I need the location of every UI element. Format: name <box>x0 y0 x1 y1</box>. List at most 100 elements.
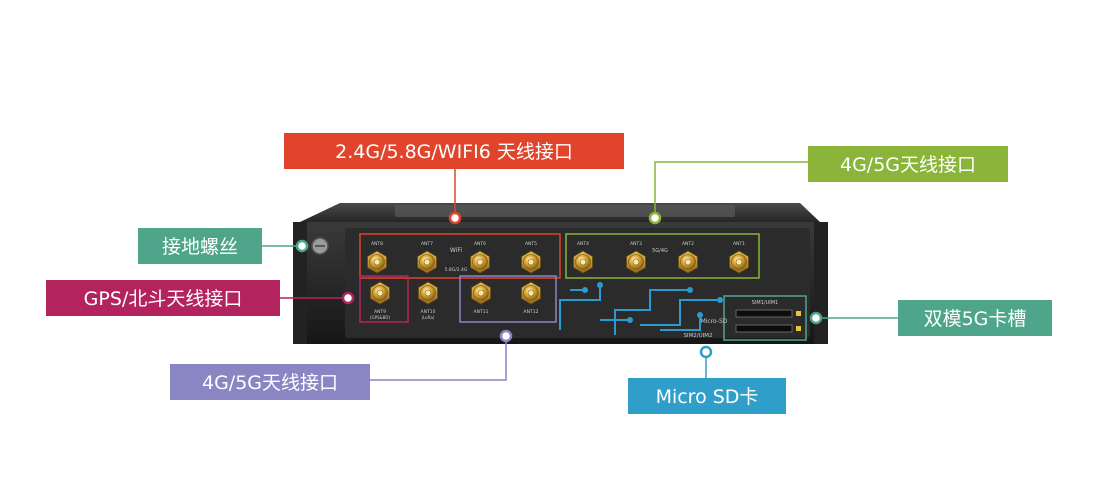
micro-sd-label: Micro-SD <box>701 318 728 325</box>
connector-pin <box>424 289 432 297</box>
connector-pin <box>527 258 535 266</box>
antenna-connector[interactable] <box>417 250 437 274</box>
port-label: ANT2 <box>682 241 694 247</box>
antenna-connector[interactable] <box>367 250 387 274</box>
port-label: (LoRa) <box>422 315 435 320</box>
connector-pin <box>476 258 484 266</box>
sim1-slot[interactable] <box>735 309 793 318</box>
antenna-connector[interactable] <box>370 281 390 305</box>
callout-micro-sd: Micro SD卡 <box>628 378 786 414</box>
antenna-connector[interactable] <box>521 281 541 305</box>
wifi-label: WiFi <box>450 247 462 254</box>
port-label: ANT7 <box>421 241 433 247</box>
cell-top-frame <box>565 233 760 279</box>
antenna-ports-bottom: ANT9(GPS&BD) ANT10(LoRa) ANT11 ANT12 <box>370 281 541 320</box>
connector-pin <box>684 258 692 266</box>
callout-ground-screw: 接地螺丝 <box>138 228 262 264</box>
antenna-connector[interactable] <box>471 281 491 305</box>
port-label: ANT1 <box>733 241 745 247</box>
sim-slots <box>735 309 801 333</box>
callout-gps-antenna: GPS/北斗天线接口 <box>46 280 280 316</box>
antenna-connector[interactable] <box>626 250 646 274</box>
sim2-slot[interactable] <box>735 324 793 333</box>
dot-dual-sim <box>809 311 823 325</box>
ground-screw <box>311 237 329 255</box>
antenna-connector[interactable] <box>470 250 490 274</box>
sim1-led <box>796 311 801 316</box>
right-edge <box>814 222 828 344</box>
callout-gps-box <box>46 280 280 316</box>
callout-cell-bottom-text: 4G/5G天线接口 <box>202 372 338 394</box>
cell-label: 5G/4G <box>652 248 668 254</box>
sim1-label: SIM1/UIM1 <box>752 300 778 306</box>
callout-wifi-antenna: 2.4G/5.8G/WIFI6 天线接口 <box>284 133 624 169</box>
callout-wifi-box <box>284 133 624 169</box>
antenna-connector[interactable] <box>729 250 749 274</box>
leader-dots <box>295 211 823 359</box>
leader-cell-bottom <box>370 336 507 381</box>
router-vent <box>395 205 735 217</box>
port-label: ANT9 <box>374 309 386 315</box>
leader-cell-top <box>654 161 808 218</box>
callout-micro-sd-text: Micro SD卡 <box>656 386 759 408</box>
callout-cell-antenna-top: 4G/5G天线接口 <box>808 146 1008 182</box>
connector-pin <box>373 258 381 266</box>
trace <box>614 289 690 335</box>
callout-cell-top-box <box>808 146 1008 182</box>
callout-ground-box <box>138 228 262 264</box>
connector-pin <box>527 289 535 297</box>
sim2-led <box>796 326 801 331</box>
port-label: ANT6 <box>474 241 486 247</box>
antenna-connector[interactable] <box>573 250 593 274</box>
callout-wifi-text: 2.4G/5.8G/WIFI6 天线接口 <box>335 141 573 163</box>
port-label: (GPS&BD) <box>370 315 391 320</box>
trace-dot <box>627 317 633 323</box>
callout-cell-bottom-box <box>170 364 370 400</box>
callout-dual-sim-text: 双模5G卡槽 <box>924 308 1027 330</box>
cell-bottom-frame <box>459 275 557 323</box>
port-label: ANT4 <box>577 241 589 247</box>
trace <box>660 315 701 331</box>
port-label: ANT12 <box>524 309 539 315</box>
callout-cell-antenna-bottom: 4G/5G天线接口 <box>170 364 370 400</box>
left-edge <box>293 222 307 344</box>
connector-pin <box>376 289 384 297</box>
port-label: ANT3 <box>630 241 642 247</box>
dot-cell-top <box>648 211 662 225</box>
leader-lines <box>262 161 898 381</box>
wifi-band-label: 5.8G/2.4G <box>445 267 468 273</box>
trace-dot <box>582 287 588 293</box>
port-label: ANT11 <box>474 309 489 315</box>
sim2-label: SIM2/UIM2 <box>683 333 712 339</box>
dot-cell-bottom <box>499 329 513 343</box>
dot-wifi <box>448 211 462 225</box>
port-label: ANT10 <box>421 309 436 315</box>
trace-dot <box>687 287 693 293</box>
trace-dot <box>697 312 703 318</box>
callout-ground-text: 接地螺丝 <box>162 236 238 258</box>
gps-frame <box>359 275 409 323</box>
antenna-connector[interactable] <box>418 281 438 305</box>
antenna-connector[interactable] <box>521 250 541 274</box>
port-label: ANT5 <box>525 241 537 247</box>
dot-micro-sd <box>699 345 713 359</box>
callout-dual-sim-box <box>898 300 1052 336</box>
callout-micro-sd-box <box>628 378 786 414</box>
connector-pin <box>423 258 431 266</box>
callout-gps-text: GPS/北斗天线接口 <box>84 288 243 310</box>
sim-frame <box>723 295 807 341</box>
connector-pin <box>579 258 587 266</box>
circuit-dots <box>582 282 723 323</box>
trace <box>640 299 720 326</box>
connector-pin <box>632 258 640 266</box>
connector-pin <box>477 289 485 297</box>
antenna-connector[interactable] <box>678 250 698 274</box>
connector-pin <box>735 258 743 266</box>
callout-dual-sim: 双模5G卡槽 <box>898 300 1052 336</box>
dot-gps <box>341 291 355 305</box>
trace-dot <box>597 282 603 288</box>
trace-dot <box>717 297 723 303</box>
callout-cell-top-text: 4G/5G天线接口 <box>840 154 976 176</box>
